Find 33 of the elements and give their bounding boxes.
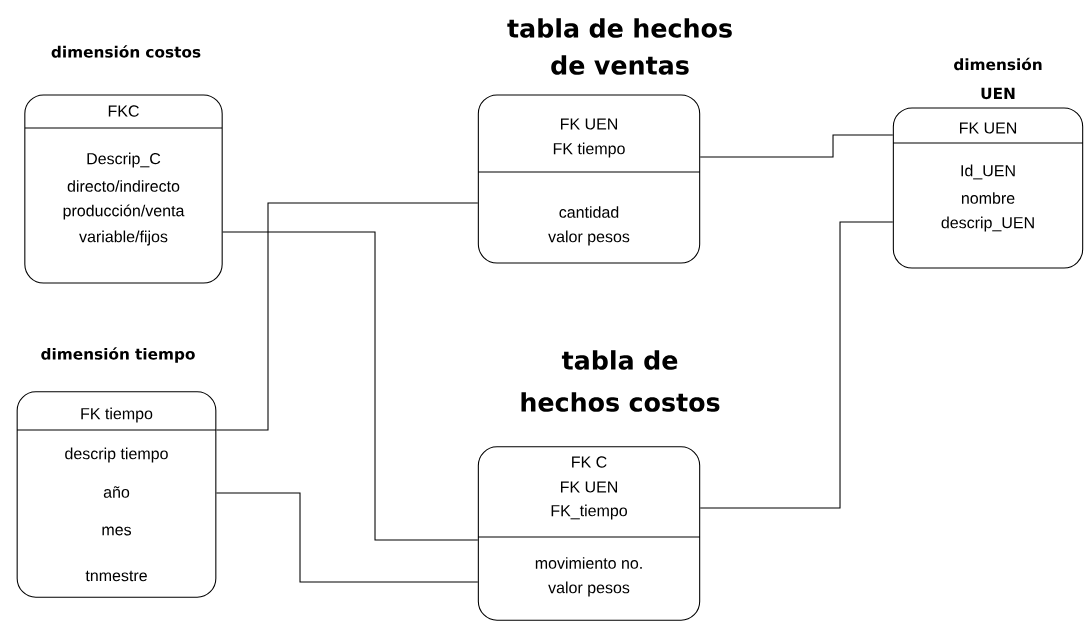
table-heading: dimensión tiempo xyxy=(41,347,195,363)
key-field: FK tiempo xyxy=(81,407,153,423)
attribute-field: movimiento no. xyxy=(535,557,642,569)
table-heading: dimensión UEN xyxy=(954,57,1042,100)
connector-line xyxy=(215,492,479,583)
attribute-field: directo/indirecto xyxy=(67,180,180,192)
key-field: FK tiempo xyxy=(553,142,625,158)
attribute-field: producción/venta xyxy=(63,204,185,220)
connector-line xyxy=(699,134,894,158)
attribute-field: cantidad xyxy=(559,206,619,218)
table-heading: tabla de hechos de ventas xyxy=(507,18,732,75)
attribute-field: Id_UEN xyxy=(961,164,1015,180)
attribute-field: año xyxy=(103,486,130,498)
attribute-field: nombre xyxy=(961,192,1015,204)
attribute-field: mes xyxy=(102,526,132,536)
attribute-field: tnmestre xyxy=(85,570,147,582)
key-field: FKC xyxy=(108,105,139,117)
attribute-field: Descrip_C xyxy=(87,152,161,168)
connector-line xyxy=(222,231,479,541)
connector-line xyxy=(699,221,894,509)
attribute-field: valor pesos xyxy=(548,230,630,246)
connector-line xyxy=(215,202,479,431)
attribute-field: descrip_UEN xyxy=(941,216,1034,232)
table-heading: dimensión costos xyxy=(51,45,201,58)
attribute-field: valor pesos xyxy=(548,581,630,597)
attribute-field: descrip tiempo xyxy=(65,447,168,463)
key-field: FK C xyxy=(572,456,607,468)
table-heading: tabla de hechos costos xyxy=(521,350,720,412)
key-field: FK UEN xyxy=(960,122,1017,134)
key-field: FK UEN xyxy=(561,481,617,493)
key-field: FK_tiempo xyxy=(551,504,627,520)
key-field: FK UEN xyxy=(561,118,617,130)
attribute-field: variable/fijos xyxy=(79,230,168,246)
